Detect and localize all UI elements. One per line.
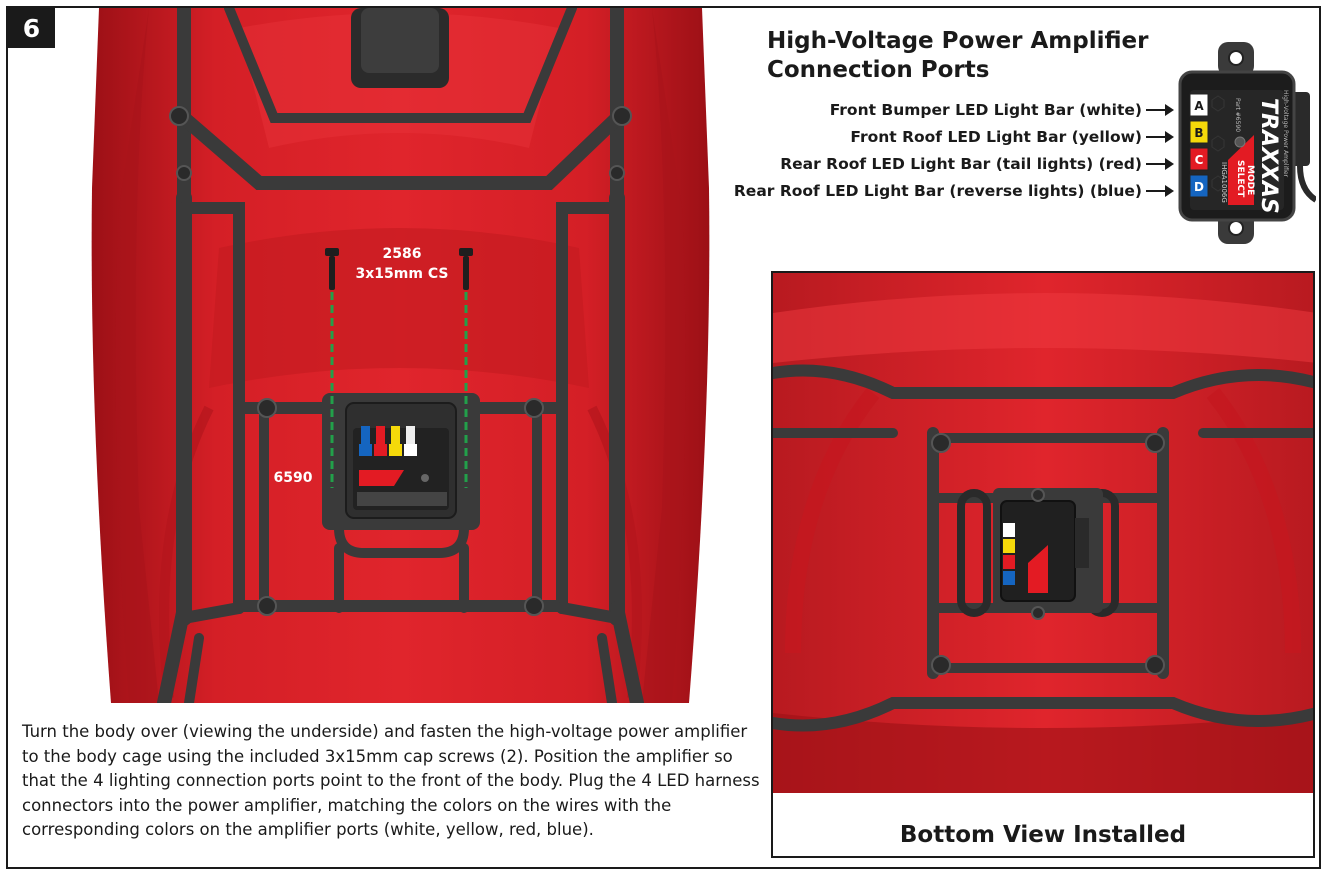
arrow-right-icon — [1146, 157, 1174, 170]
brand-logo-text: TRAXXAS — [1256, 98, 1281, 214]
screw-part-number: 2586 — [382, 246, 422, 262]
port-label-a-text: Front Bumper LED Light Bar (white) — [829, 100, 1142, 119]
title-line-2: Connection Ports — [767, 57, 990, 83]
port-label-b-text: Front Roof LED Light Bar (yellow) — [850, 127, 1142, 146]
mode-label-line1: MODE — [1245, 165, 1255, 195]
port-label-a: Front Bumper LED Light Bar (white) — [730, 96, 1174, 123]
port-label-c-text: Rear Roof LED Light Bar (tail lights) (r… — [780, 154, 1142, 173]
port-letter-b: B — [1194, 126, 1203, 140]
arrow-right-icon — [1146, 103, 1174, 116]
amp-part-text: Part #6590 — [1234, 98, 1241, 132]
port-letter-c: C — [1195, 153, 1204, 167]
inset-caption: Bottom View Installed — [899, 822, 1187, 848]
bottom-view-illustration — [773, 273, 1313, 793]
amplifier-closeup-illustration: A B C D TRAXXAS Part #6590 High-Voltage … — [1176, 40, 1316, 250]
arrow-right-icon — [1146, 184, 1174, 197]
port-labels-list: Front Bumper LED Light Bar (white) Front… — [730, 96, 1174, 204]
port-label-d-text: Rear Roof LED Light Bar (reverse lights)… — [733, 181, 1142, 200]
port-label-c: Rear Roof LED Light Bar (tail lights) (r… — [730, 150, 1174, 177]
page-frame — [6, 6, 1321, 869]
amplifier-title: High-Voltage Power Amplifier Connection … — [767, 27, 1149, 85]
port-letter-a: A — [1194, 99, 1204, 113]
step-number-badge: 6 — [8, 8, 55, 48]
main-underside-illustration — [89, 8, 712, 703]
port-label-b: Front Roof LED Light Bar (yellow) — [730, 123, 1174, 150]
title-line-1: High-Voltage Power Amplifier — [767, 28, 1149, 54]
bottom-view-inset: Bottom View Installed — [771, 271, 1315, 858]
arrow-right-icon — [1146, 130, 1174, 143]
amp-part-number: 6590 — [273, 470, 313, 486]
screw-spec: 3x15mm CS — [355, 266, 449, 282]
amp-product-text: High-Voltage Power Amplifier — [1282, 90, 1289, 178]
instruction-text: Turn the body over (viewing the undersid… — [22, 722, 760, 839]
port-label-d: Rear Roof LED Light Bar (reverse lights)… — [730, 177, 1174, 204]
mode-label-line2: SELECT — [1235, 160, 1245, 198]
amp-model-code: IHGA1006G — [1220, 162, 1228, 203]
screw-callout: 2586 3x15mm CS — [344, 244, 460, 284]
port-letter-d: D — [1194, 180, 1204, 194]
